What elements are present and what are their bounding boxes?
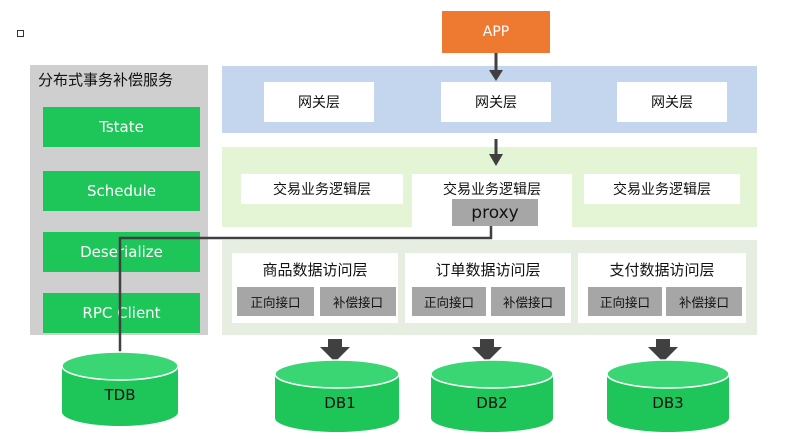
arrow-to-db1 bbox=[320, 339, 350, 362]
gateway-box-3: 网关层 bbox=[617, 82, 727, 122]
tstate-module: Tstate bbox=[43, 107, 200, 147]
payment-compensate-interface: 补偿接口 bbox=[666, 287, 742, 316]
gateway-box-2: 网关层 bbox=[441, 82, 551, 122]
db1-label: DB1 bbox=[324, 394, 356, 412]
arrow-to-db2 bbox=[472, 339, 502, 362]
rpc-client-module: RPC Client bbox=[43, 293, 200, 333]
db3-label: DB3 bbox=[652, 394, 684, 412]
db3-cylinder bbox=[606, 359, 730, 432]
arrow-gateway-to-business bbox=[489, 139, 503, 166]
product-compensate-interface: 补偿接口 bbox=[320, 287, 396, 316]
proxy-box: proxy bbox=[452, 199, 538, 226]
compensation-service-title: 分布式事务补偿服务 bbox=[38, 71, 174, 89]
product-data-access-title: 商品数据访问层 bbox=[262, 260, 368, 279]
product-forward-interface: 正向接口 bbox=[237, 287, 314, 316]
order-data-access-title: 订单数据访问层 bbox=[435, 260, 541, 279]
db2-label: DB2 bbox=[476, 394, 508, 412]
arrow-to-db3 bbox=[648, 339, 678, 362]
bullet-marker bbox=[17, 30, 24, 37]
business-logic-box-1: 交易业务逻辑层 bbox=[241, 174, 403, 204]
payment-data-access-title: 支付数据访问层 bbox=[609, 260, 715, 279]
tdb-cylinder bbox=[61, 351, 179, 426]
schedule-module: Schedule bbox=[43, 171, 200, 211]
business-logic-box-2: 交易业务逻辑层 bbox=[412, 174, 572, 228]
app-node: APP bbox=[442, 11, 550, 53]
order-forward-interface: 正向接口 bbox=[412, 287, 486, 316]
db1-cylinder bbox=[274, 359, 400, 432]
order-compensate-interface: 补偿接口 bbox=[491, 287, 565, 316]
db2-cylinder bbox=[430, 359, 554, 432]
payment-forward-interface: 正向接口 bbox=[588, 287, 662, 316]
connector-proxy-to-tdb bbox=[114, 226, 493, 376]
tdb-label: TDB bbox=[104, 386, 136, 404]
arrow-app-to-gateway bbox=[489, 53, 503, 81]
business-logic-box-3: 交易业务逻辑层 bbox=[584, 174, 740, 204]
gateway-box-1: 网关层 bbox=[264, 82, 374, 122]
